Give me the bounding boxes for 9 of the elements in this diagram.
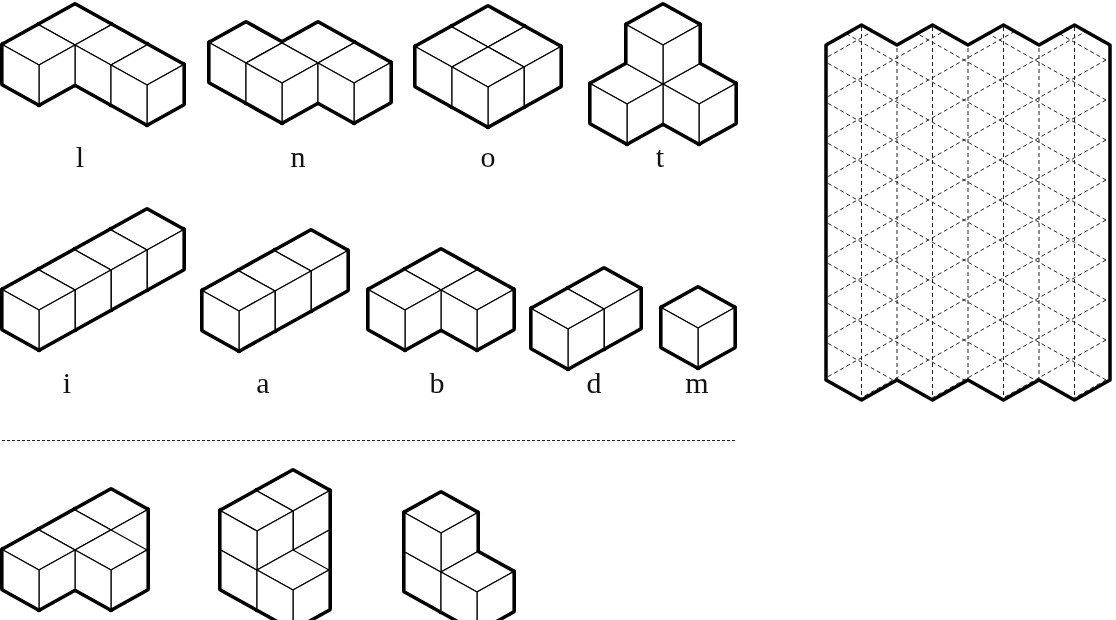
piece-label: o: [480, 142, 496, 172]
piece-label: a: [256, 368, 270, 398]
piece-label: d: [586, 368, 602, 398]
piece-label: b: [429, 368, 445, 398]
piece-label: i: [62, 368, 72, 398]
piece-label: l: [75, 142, 85, 172]
piece-label: n: [290, 142, 306, 172]
piece-label: m: [685, 368, 709, 398]
piece-label: t: [655, 142, 665, 172]
